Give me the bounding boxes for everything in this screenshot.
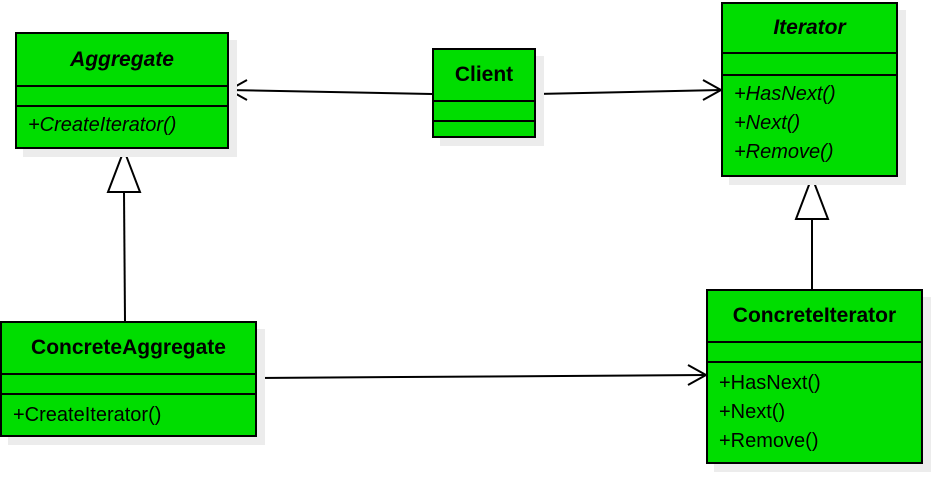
class-name: Iterator <box>723 4 896 54</box>
attributes-compartment <box>723 54 896 76</box>
class-name: ConcreteAggregate <box>2 323 255 375</box>
operation: +CreateIterator() <box>13 404 162 426</box>
edge-client-to-iterator <box>535 79 724 101</box>
class-aggregate[interactable]: Aggregate +CreateIterator() <box>15 32 229 149</box>
attributes-compartment <box>17 87 227 107</box>
edge-concrete-iterator-generalizes-iterator <box>794 174 830 289</box>
class-client[interactable]: Client <box>432 48 536 138</box>
class-iterator[interactable]: Iterator +HasNext() +Next() +Remove() <box>721 2 898 177</box>
operations-compartment: +HasNext() +Next() +Remove() <box>723 76 896 175</box>
operation: +HasNext() <box>734 83 836 105</box>
hollow-triangle-icon <box>794 174 830 220</box>
class-concrete-iterator[interactable]: ConcreteIterator +HasNext() +Next() +Rem… <box>706 289 923 464</box>
attributes-compartment <box>708 343 921 363</box>
operation: +Remove() <box>734 141 834 163</box>
class-name: Client <box>434 50 534 102</box>
operations-compartment: +CreateIterator() <box>17 107 227 147</box>
class-name: ConcreteIterator <box>708 291 921 343</box>
operation: +HasNext() <box>719 372 821 394</box>
edge-concrete-aggregate-to-concrete-iterator <box>256 364 709 386</box>
attributes-compartment <box>434 102 534 122</box>
operations-compartment: +HasNext() +Next() +Remove() <box>708 363 921 462</box>
attributes-compartment <box>2 375 255 395</box>
hollow-triangle-icon <box>106 147 142 193</box>
class-concrete-aggregate[interactable]: ConcreteAggregate +CreateIterator() <box>0 321 257 437</box>
open-arrowhead-icon <box>226 79 248 101</box>
class-name: Aggregate <box>17 34 227 87</box>
edge-concrete-aggregate-generalizes-aggregate <box>106 147 142 322</box>
operation: +Next() <box>734 112 801 134</box>
operation: +CreateIterator() <box>28 114 177 136</box>
edge-client-to-aggregate <box>226 79 433 101</box>
operation: +Next() <box>719 401 786 423</box>
operation: +Remove() <box>719 430 819 452</box>
operations-compartment: +CreateIterator() <box>2 395 255 435</box>
operations-compartment <box>434 122 534 136</box>
